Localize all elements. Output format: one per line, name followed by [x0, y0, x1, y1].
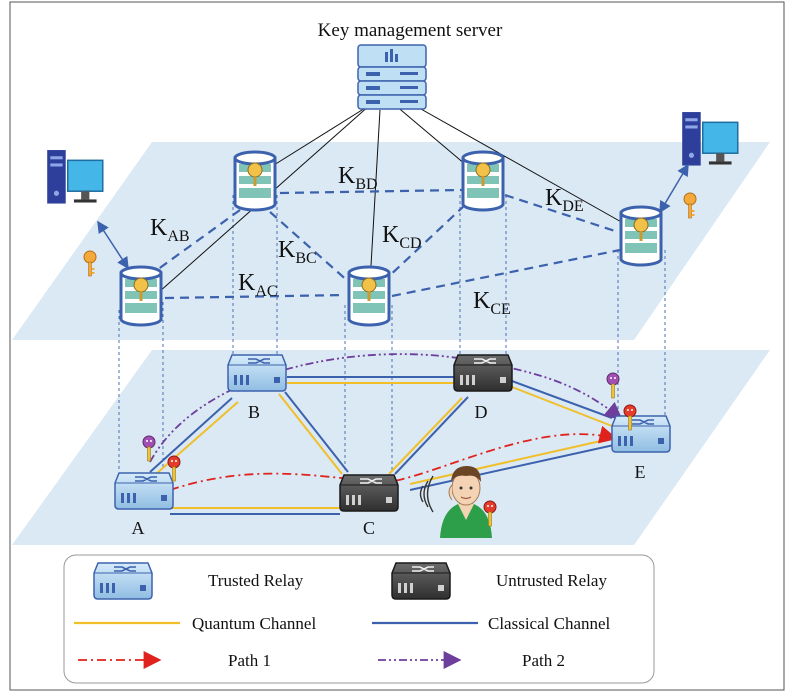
trusted-relay-b-icon: [227, 354, 287, 392]
path-2-route: [149, 353, 623, 463]
key-label-bd: KBD: [338, 163, 378, 193]
right-computer-link: [659, 163, 689, 214]
key-label-cd: KCD: [382, 222, 422, 252]
left-computer-icon: [46, 149, 104, 205]
key-management-plane: [12, 142, 770, 340]
key-label-de: KDE: [545, 185, 584, 215]
legend-path-1-label: Path 1: [228, 651, 271, 670]
key-database-c-icon: [347, 265, 391, 327]
eavesdropper-icon: [419, 466, 492, 538]
legend: Trusted Relay Untrusted Relay Quantum Ch…: [63, 554, 655, 684]
legend-untrusted-relay-icon: [391, 562, 451, 600]
key-links: [149, 188, 621, 300]
node-label-d: D: [475, 402, 488, 422]
trusted-relay-e-icon: [611, 415, 671, 453]
node-label-a: A: [132, 518, 145, 538]
left-computer-link: [97, 220, 129, 270]
key-label-ab: KAB: [150, 215, 190, 245]
key-label-ac: KAC: [238, 270, 278, 300]
key-database-d-icon: [461, 150, 505, 212]
legend-classical-label: Classical Channel: [488, 614, 611, 633]
node-label-b: B: [248, 402, 260, 422]
key-database-e-icon: [619, 205, 663, 267]
legend-path-2-label: Path 2: [522, 651, 565, 670]
legend-box: [63, 554, 655, 684]
legend-untrusted-label: Untrusted Relay: [496, 571, 607, 590]
node-label-e: E: [635, 462, 646, 482]
legend-trusted-relay-icon: [93, 562, 153, 600]
quantum-channels: [155, 382, 615, 509]
network-plane: [12, 350, 770, 545]
classical-channels: [149, 376, 615, 515]
legend-trusted-label: Trusted Relay: [208, 571, 304, 590]
key-database-b-icon: [233, 150, 277, 212]
figure-frame: [9, 1, 785, 691]
untrusted-relay-d-icon: [453, 354, 513, 392]
key-label-bc: KBC: [278, 237, 317, 267]
legend-quantum-label: Quantum Channel: [192, 614, 316, 633]
key-management-server-icon: [357, 44, 427, 110]
key-database-a-icon: [119, 265, 163, 327]
node-label-c: C: [363, 518, 375, 538]
untrusted-relay-c-icon: [339, 474, 399, 512]
key-label-ce: KCE: [473, 288, 511, 318]
server-title: Key management server: [318, 20, 503, 41]
trusted-relay-a-icon: [114, 472, 174, 510]
